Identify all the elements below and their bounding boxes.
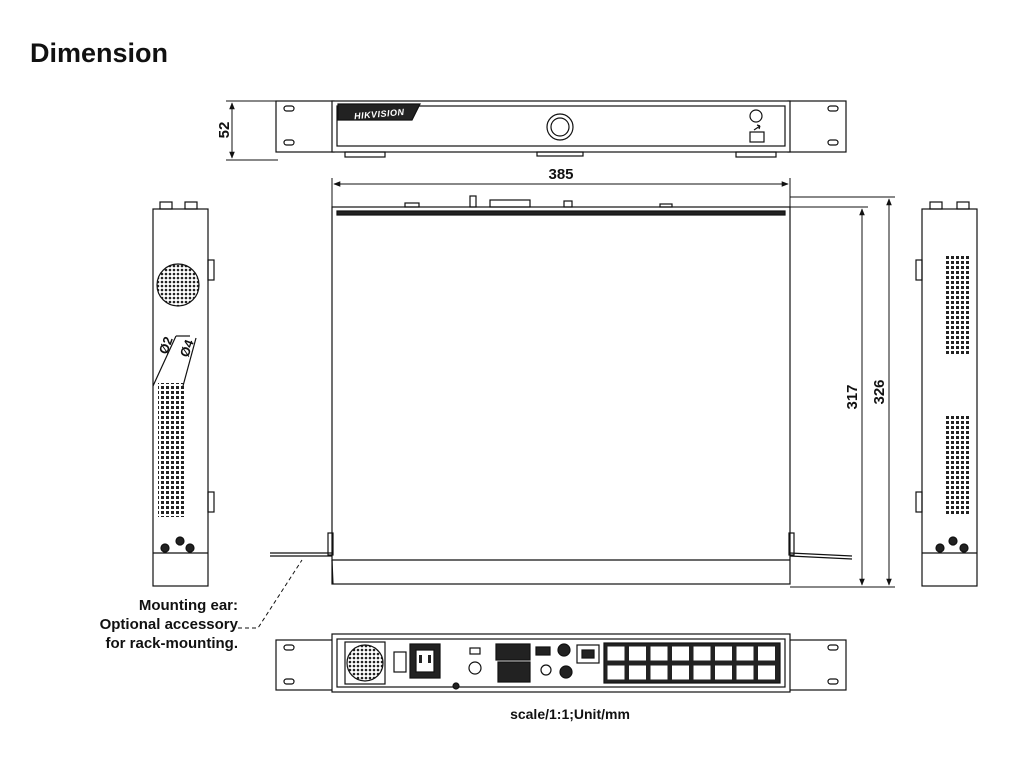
depth-dimension	[790, 196, 895, 588]
height-value: 52	[216, 122, 233, 139]
network-port	[735, 645, 755, 662]
rear-view	[275, 633, 847, 693]
page-title: Dimension	[30, 38, 169, 68]
power-button-icon	[546, 113, 574, 141]
front-mounting-ear-right	[787, 100, 847, 153]
mounting-ear-note: Mounting ear: Optional accessory for rac…	[60, 596, 238, 653]
fan-icon	[156, 263, 200, 307]
network-port	[628, 645, 647, 662]
network-port	[735, 664, 755, 681]
network-port	[628, 664, 647, 681]
mounting-ear-leader	[238, 559, 303, 629]
network-port	[692, 664, 712, 681]
network-port	[757, 664, 776, 681]
width-dimension	[331, 178, 791, 208]
front-mounting-ear-left	[275, 100, 335, 153]
rear-mounting-ear-left	[275, 639, 335, 691]
mounting-note-line2: Optional accessory	[99, 616, 238, 633]
network-port	[714, 664, 733, 681]
front-panel	[331, 100, 791, 153]
top-view	[270, 195, 853, 585]
scale-note: scale/1:1;Unit/mm	[510, 706, 630, 722]
rear-fan-icon	[346, 644, 384, 682]
left-side-view	[152, 201, 215, 587]
network-port	[606, 664, 626, 681]
height-dimension	[226, 100, 278, 161]
hole-large-value: Ø4	[177, 337, 197, 359]
rj45-port-icon	[576, 644, 600, 664]
usb-icon	[749, 124, 765, 143]
network-port	[692, 645, 712, 662]
network-port	[757, 645, 776, 662]
network-port	[606, 645, 626, 662]
network-port	[714, 645, 733, 662]
network-port	[649, 664, 669, 681]
power-socket-icon	[409, 643, 441, 679]
width-value: 385	[548, 166, 573, 183]
right-side-view	[915, 201, 978, 587]
mounting-note-line1: Mounting ear:	[138, 597, 238, 614]
hole-small-value: Ø2	[156, 335, 176, 356]
depth-total-value: 326	[871, 379, 888, 404]
network-port	[671, 645, 690, 662]
mounting-note-line3: for rack-mounting.	[105, 635, 238, 652]
brand-logo: HIKVISION	[354, 107, 405, 121]
network-port	[671, 664, 690, 681]
poe-port-grid	[606, 645, 776, 681]
depth-body-value: 317	[844, 384, 861, 409]
network-port	[649, 645, 669, 662]
front-view	[275, 100, 847, 158]
